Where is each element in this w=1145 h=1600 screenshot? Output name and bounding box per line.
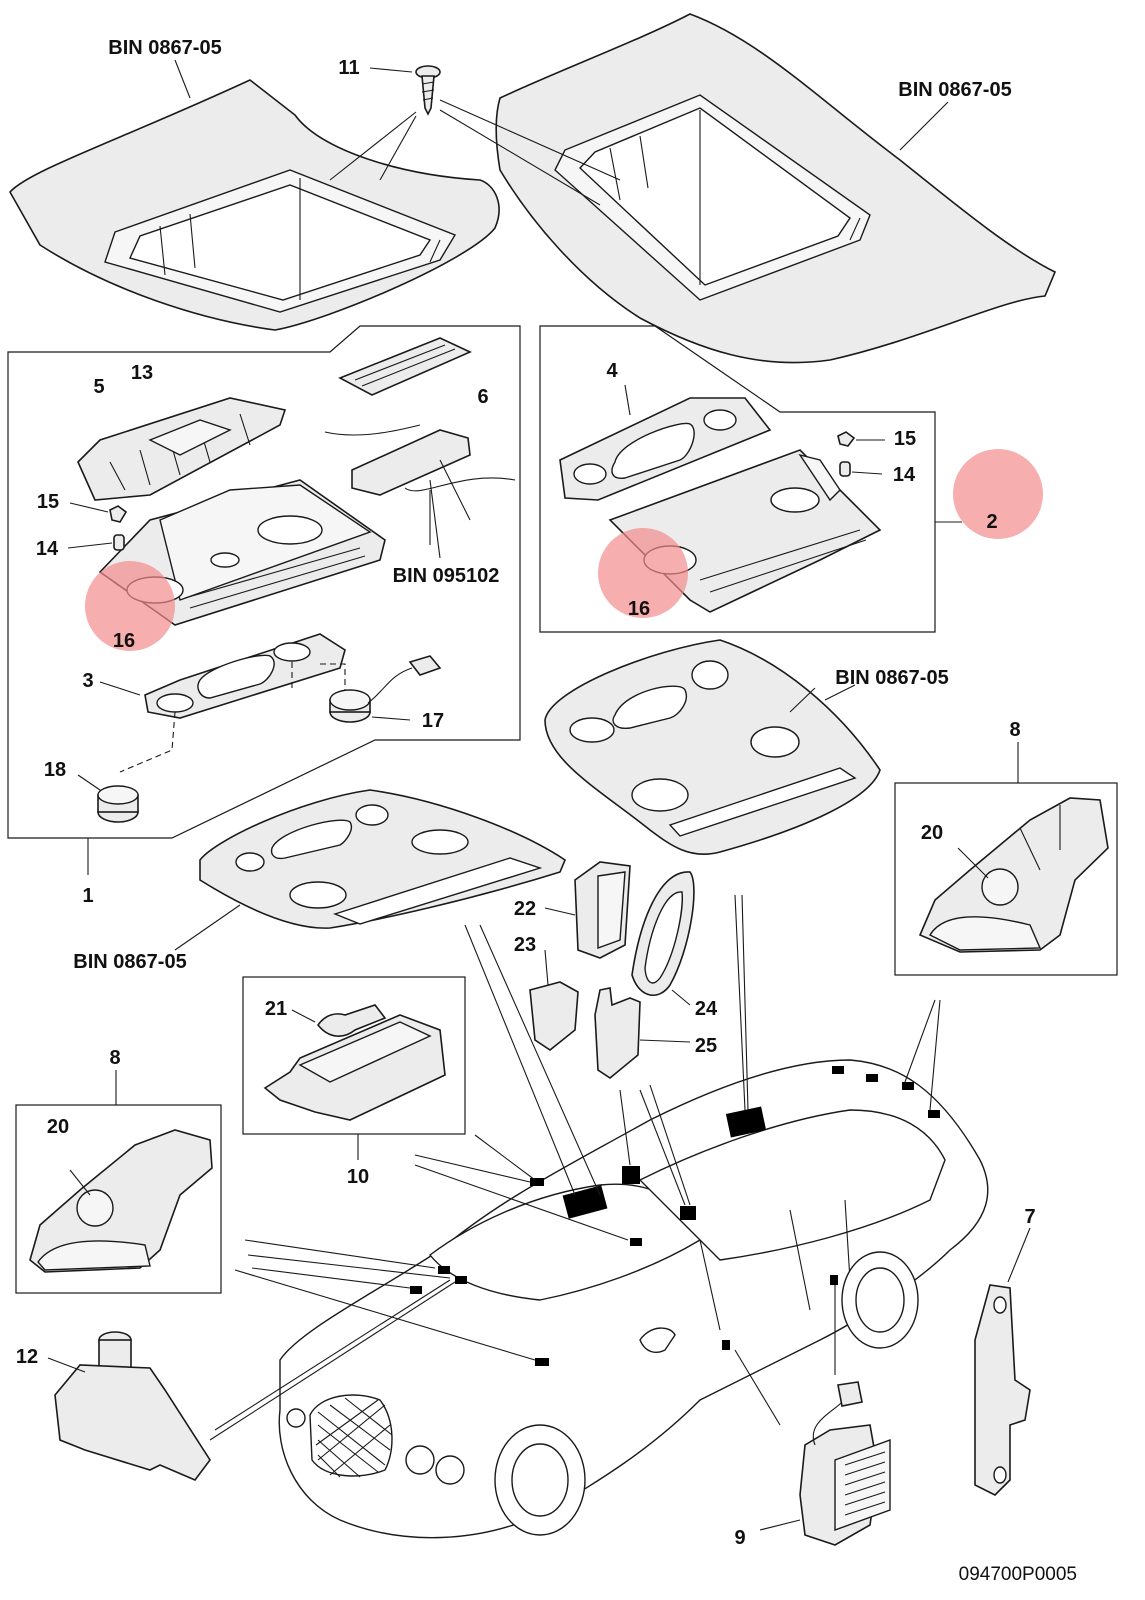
- bulb-17: [329, 655, 442, 723]
- callout-25: 25: [694, 1035, 718, 1057]
- callout-11: 11: [338, 57, 360, 79]
- lamp-housing-upper: [77, 397, 287, 501]
- callout-6: 6: [477, 386, 489, 408]
- callout-13: 13: [130, 362, 154, 384]
- screw-11: [329, 65, 621, 206]
- callout-23: 23: [513, 934, 537, 956]
- callout-10: 10: [346, 1166, 370, 1188]
- bulb-21: [291, 1004, 387, 1037]
- group-box-8-left: [15, 1104, 222, 1294]
- highlight-circle-16-right: [598, 528, 688, 618]
- switch-12: [47, 1331, 211, 1481]
- callout-17: 17: [421, 710, 445, 732]
- callout-20-left: 20: [46, 1116, 70, 1138]
- group-box-1: [7, 325, 521, 839]
- spring-14-left: [67, 534, 125, 551]
- frame-4: [559, 384, 772, 501]
- callout-2: 2: [986, 511, 998, 533]
- switch-23: [529, 949, 579, 1051]
- highlight-circle-16-left: [85, 561, 175, 651]
- callout-9: 9: [734, 1527, 746, 1549]
- callout-16-left: 16: [112, 630, 136, 652]
- label-bin-mid-right: BIN 0867-05: [835, 667, 949, 689]
- leader-lines: [209, 894, 941, 1441]
- callout-7: 7: [1024, 1206, 1036, 1228]
- highlight-circle-2: [953, 449, 1043, 539]
- bracket-25: [594, 987, 691, 1079]
- trim-panel-mid-right: [544, 639, 881, 856]
- callout-15-right: 15: [893, 428, 917, 450]
- circuit-board-6: [338, 337, 472, 396]
- callout-18: 18: [43, 759, 67, 781]
- callout-3: 3: [82, 670, 94, 692]
- bracket-7: [974, 1227, 1031, 1496]
- trim-panel-bottom-left: [174, 789, 566, 951]
- lamp-housing-10: [263, 1014, 446, 1121]
- callout-20-right: 20: [920, 822, 944, 844]
- callout-24: 24: [694, 998, 718, 1020]
- headliner-panel-right: [495, 13, 1057, 364]
- lens-frame-3: [99, 633, 346, 773]
- callout-5: 5: [93, 376, 105, 398]
- callout-1: 1: [82, 885, 94, 907]
- callout-14-right: 14: [892, 464, 916, 486]
- drawing-reference-code: 094700P0005: [958, 1564, 1077, 1585]
- courtesy-lamp-8-right: [918, 797, 1109, 953]
- label-bin-top-left: BIN 0867-05: [108, 37, 222, 59]
- cover-24: [631, 871, 695, 1006]
- group-box-10: [242, 976, 466, 1135]
- label-bin-top-right: BIN 0867-05: [898, 79, 1012, 101]
- label-bin-bottom-left: BIN 0867-05: [73, 951, 187, 973]
- clip-15-right: [837, 431, 885, 447]
- clip-15-left: [69, 502, 128, 523]
- callout-8-left: 8: [109, 1047, 121, 1069]
- group-box-2: [539, 325, 936, 633]
- callout-8-right: 8: [1009, 719, 1021, 741]
- speaker-9: [759, 1381, 891, 1546]
- headliner-panel-left: [9, 79, 500, 331]
- callout-12: 12: [15, 1346, 39, 1368]
- courtesy-lamp-8-left: [29, 1129, 213, 1273]
- location-marks: [410, 1066, 940, 1366]
- callout-22: 22: [513, 898, 537, 920]
- group-box-8-right: [894, 782, 1118, 976]
- car-outline: [278, 1059, 989, 1539]
- switch-22: [544, 861, 631, 959]
- callout-4: 4: [606, 360, 618, 382]
- cap-18: [77, 774, 139, 823]
- callout-16-right: 16: [627, 598, 651, 620]
- callout-21: 21: [264, 998, 288, 1020]
- spring-14-right: [839, 461, 883, 477]
- callout-14-left: 14: [35, 538, 59, 560]
- label-bin-095102: BIN 095102: [392, 565, 500, 587]
- wiring-harness: [324, 424, 516, 559]
- callout-15-left: 15: [36, 491, 60, 513]
